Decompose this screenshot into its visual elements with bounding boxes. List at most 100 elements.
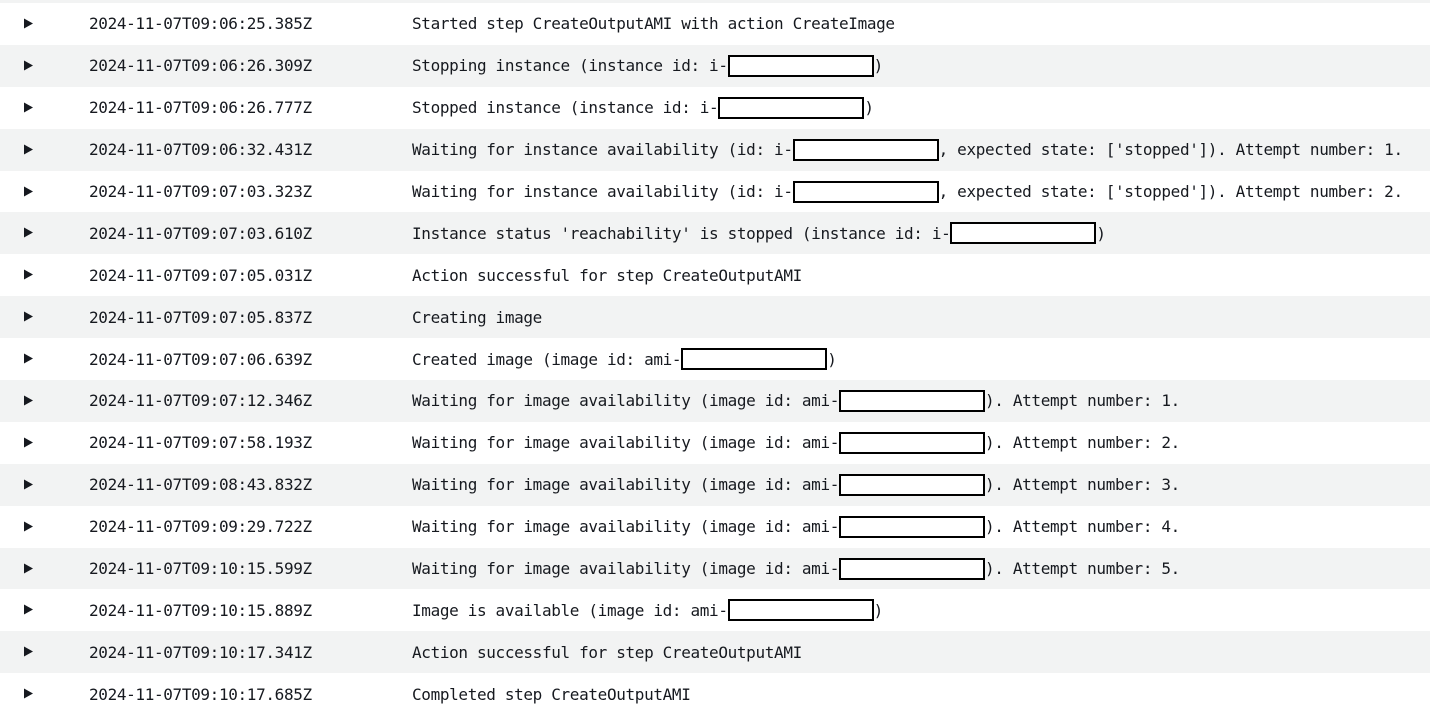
caret-right-icon[interactable] (24, 102, 33, 113)
redacted-id-box (681, 348, 828, 371)
log-row[interactable]: 2024-11-07T09:06:25.385Z Started step Cr… (0, 3, 1430, 45)
message-text: Waiting for image availability (image id… (412, 391, 840, 411)
timestamp: 2024-11-07T09:06:26.777Z (89, 98, 312, 118)
message: Action successful for step CreateOutputA… (412, 643, 802, 662)
caret-right-icon[interactable] (24, 688, 33, 699)
caret-right-icon[interactable] (24, 437, 33, 448)
message-suffix: ) (873, 600, 884, 620)
caret-right-icon[interactable] (24, 563, 33, 574)
message-suffix: ) (873, 56, 884, 76)
log-row[interactable]: 2024-11-07T09:07:06.639Z Created image (… (0, 338, 1430, 380)
message-suffix: ). Attempt number: 2. (985, 433, 1180, 453)
redacted-id-box (839, 431, 986, 454)
message-text: Waiting for image availability (image id… (412, 475, 840, 495)
message-suffix: ). Attempt number: 4. (985, 517, 1180, 537)
message-text: Waiting for image availability (image id… (412, 517, 840, 537)
message-text: Stopped instance (instance id: i- (412, 98, 719, 118)
message-text: Creating image (412, 307, 542, 327)
timestamp: 2024-11-07T09:07:12.346Z (89, 391, 312, 411)
log-row[interactable]: 2024-11-07T09:07:58.193Z Waiting for ima… (0, 422, 1430, 464)
log-row[interactable]: 2024-11-07T09:06:26.777Z Stopped instanc… (0, 87, 1430, 129)
caret-right-icon[interactable] (24, 144, 33, 155)
message-text: Waiting for image availability (image id… (412, 433, 840, 453)
message: Waiting for image availability (image id… (412, 473, 1180, 496)
caret-right-icon[interactable] (24, 521, 33, 532)
caret-right-icon[interactable] (24, 311, 33, 322)
message-suffix: ) (864, 98, 874, 118)
redacted-id-box (792, 180, 939, 203)
message: Stopping instance (instance id: i- ) (412, 54, 884, 77)
timestamp: 2024-11-07T09:10:17.685Z (89, 684, 312, 704)
message-suffix: ) (1096, 223, 1106, 243)
message: Waiting for instance availability (id: i… (412, 180, 1404, 203)
message-text: Action successful for step CreateOutputA… (412, 265, 802, 285)
timestamp: 2024-11-07T09:10:17.341Z (89, 642, 312, 662)
timestamp: 2024-11-07T09:10:15.599Z (89, 559, 312, 579)
log-row[interactable]: 2024-11-07T09:07:12.346Z Waiting for ima… (0, 380, 1430, 422)
message-suffix: ). Attempt number: 3. (985, 475, 1180, 495)
message: Image is available (image id: ami- ) (412, 599, 884, 622)
log-row[interactable]: 2024-11-07T09:06:32.431Z Waiting for ins… (0, 128, 1430, 171)
message: Created image (image id: ami- ) (412, 348, 837, 371)
redacted-id-box (792, 138, 939, 161)
log-row[interactable]: 2024-11-07T09:09:29.722Z Waiting for ima… (0, 506, 1430, 548)
timestamp: 2024-11-07T09:07:03.610Z (89, 223, 312, 243)
timestamp: 2024-11-07T09:06:25.385Z (89, 14, 312, 34)
message-text: Instance status 'reachability' is stoppe… (412, 223, 951, 243)
caret-right-icon[interactable] (24, 395, 33, 406)
caret-right-icon[interactable] (24, 18, 33, 29)
timestamp: 2024-11-07T09:07:06.639Z (89, 349, 312, 369)
message-suffix: , expected state: ['stopped']). Attempt … (938, 140, 1404, 160)
redacted-id-box (727, 599, 874, 622)
caret-right-icon[interactable] (24, 604, 33, 615)
timestamp: 2024-11-07T09:07:05.031Z (89, 265, 312, 285)
redacted-id-box (718, 96, 865, 119)
message: Waiting for image availability (image id… (412, 515, 1180, 538)
message: Completed step CreateOutputAMI (412, 685, 691, 704)
timestamp: 2024-11-07T09:07:03.323Z (89, 182, 312, 201)
log-row[interactable]: 2024-11-07T09:10:17.685Z Completed step … (0, 673, 1430, 715)
log-row[interactable]: 2024-11-07T09:07:03.610Z Instance status… (0, 212, 1430, 255)
caret-right-icon[interactable] (24, 353, 33, 364)
log-row[interactable]: 2024-11-07T09:08:43.832Z Waiting for ima… (0, 463, 1430, 506)
message-text: Action successful for step CreateOutputA… (412, 642, 802, 662)
caret-right-icon[interactable] (24, 479, 33, 490)
log-row[interactable]: 2024-11-07T09:10:15.599Z Waiting for ima… (0, 547, 1430, 590)
log-row[interactable]: 2024-11-07T09:10:15.889Z Image is availa… (0, 589, 1430, 631)
message: Action successful for step CreateOutputA… (412, 266, 802, 285)
redacted-id-box (839, 389, 986, 412)
log-row[interactable]: 2024-11-07T09:07:05.837Z Creating image (0, 296, 1430, 339)
redacted-id-box (839, 515, 986, 538)
timestamp: 2024-11-07T09:07:58.193Z (89, 433, 312, 453)
message-text: Created image (image id: ami- (412, 349, 682, 369)
redacted-id-box (839, 473, 986, 496)
message: Instance status 'reachability' is stoppe… (412, 222, 1106, 245)
caret-right-icon[interactable] (24, 60, 33, 71)
log-row[interactable]: 2024-11-07T09:07:05.031Z Action successf… (0, 254, 1430, 296)
message: Started step CreateOutputAMI with action… (412, 14, 895, 33)
timestamp: 2024-11-07T09:10:15.889Z (89, 600, 312, 620)
log-row[interactable]: 2024-11-07T09:10:17.341Z Action successf… (0, 631, 1430, 674)
message: Creating image (412, 308, 542, 327)
message-suffix: ). Attempt number: 5. (985, 559, 1180, 579)
message-text: Completed step CreateOutputAMI (412, 684, 691, 704)
message-text: Stopping instance (instance id: i- (412, 56, 728, 76)
log-row[interactable]: 2024-11-07T09:07:03.323Z Waiting for ins… (0, 171, 1430, 213)
log-rows: 2024-11-07T09:06:25.385Z Started step Cr… (0, 3, 1430, 715)
message: Waiting for image availability (image id… (412, 389, 1180, 412)
redacted-id-box (950, 222, 1097, 245)
timestamp: 2024-11-07T09:08:43.832Z (89, 475, 312, 495)
message: Waiting for image availability (image id… (412, 431, 1180, 454)
caret-right-icon[interactable] (24, 646, 33, 657)
message-text: Image is available (image id: ami- (412, 600, 728, 620)
message: Waiting for instance availability (id: i… (412, 138, 1404, 161)
timestamp: 2024-11-07T09:06:32.431Z (89, 140, 312, 160)
redacted-id-box (727, 54, 874, 77)
timestamp: 2024-11-07T09:09:29.722Z (89, 517, 312, 537)
message-suffix: , expected state: ['stopped']). Attempt … (938, 182, 1404, 201)
caret-right-icon[interactable] (24, 186, 33, 196)
log-row[interactable]: 2024-11-07T09:06:26.309Z Stopping instan… (0, 44, 1430, 87)
message-text: Waiting for image availability (image id… (412, 559, 840, 579)
caret-right-icon[interactable] (24, 269, 33, 280)
caret-right-icon[interactable] (24, 227, 33, 238)
